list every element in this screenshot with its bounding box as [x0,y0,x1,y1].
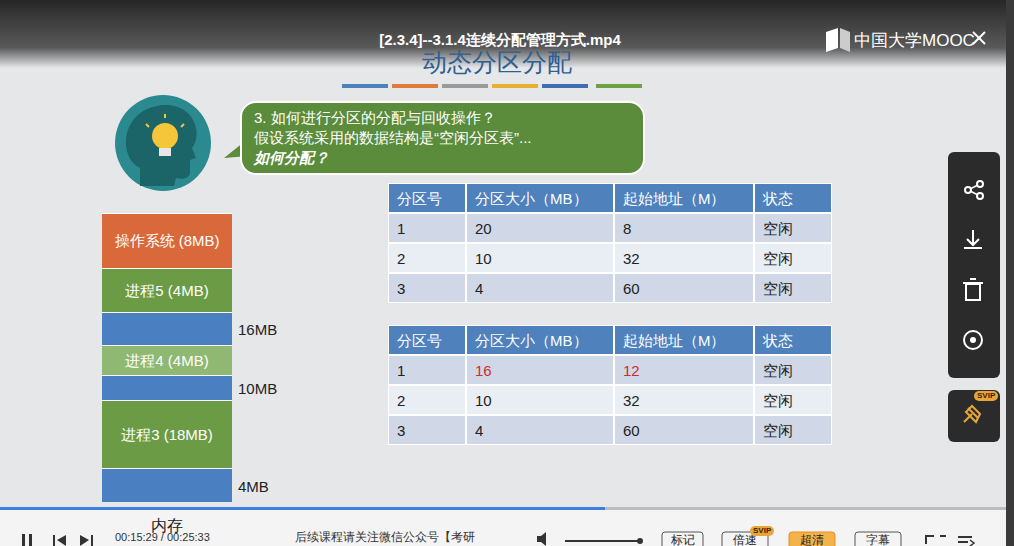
table-cell: 60 [614,273,754,303]
column-header: 起始地址（M） [623,331,726,351]
free-partition: 4MB [102,468,232,502]
free-partition: 16MB [102,312,232,345]
control-button: 超清 [789,533,835,546]
control-button: 字幕 [855,533,901,546]
cell-value: 1 [397,361,405,381]
table-cell: 8 [614,213,754,243]
memory-block: 进程3 (18MB) [102,400,232,468]
table-cell: 16 [466,355,614,385]
table-cell: 空闲 [754,415,832,445]
control-button: 标记 [662,533,703,546]
cell-value: 3 [397,421,405,441]
cell-value: 16 [475,361,492,381]
partition-size: 10MB [238,380,277,397]
table-cell: 空闲 [754,273,832,303]
bubble-text: 假设系统采用的数据结构是“空闲分区表”... [254,128,631,148]
table-cell: 2 [388,385,466,415]
table-header-cell: 起始地址（M） [614,183,754,213]
cell-value: 20 [475,219,492,239]
bubble-text: 如何分配？ [254,148,631,168]
cell-value: 空闲 [763,279,793,299]
cell-value: 3 [397,279,405,299]
memory-block: 操作系统 (8MB) [102,213,232,268]
cell-value: 4 [475,279,483,299]
cell-value: 2 [397,249,405,269]
block-label: 进程4 (4MB) [102,352,232,370]
playback-time: 00:15:29 / 00:25:33 [115,530,210,544]
table-header-cell: 分区号 [388,183,466,213]
table-cell: 20 [466,213,614,243]
column-header: 起始地址（M） [623,189,726,209]
table-header-cell: 分区大小（MB） [466,325,614,355]
cell-value: 12 [623,361,640,381]
svip-badge: SVIP [750,526,774,536]
block-label: 进程3 (18MB) [102,426,232,444]
table-cell: 空闲 [754,213,832,243]
cell-value: 60 [623,421,640,441]
table-header-cell: 分区号 [388,325,466,355]
block-label: 进程5 (4MB) [102,282,232,300]
column-header: 分区号 [397,331,442,351]
column-header: 分区大小（MB） [475,331,588,351]
table-cell: 4 [466,273,614,303]
cell-value: 空闲 [763,421,793,441]
video-title: [2.3.4]--3.1.4连续分配管理方式.mp4 [300,31,700,50]
cell-value: 1 [397,219,405,239]
column-header: 分区大小（MB） [475,189,588,209]
speech-bubble: 3. 如何进行分区的分配与回收操作？假设系统采用的数据结构是“空闲分区表”...… [240,101,645,175]
memory-block: 进程4 (4MB) [102,345,232,375]
table-cell: 32 [614,385,754,415]
cell-value: 10 [475,249,492,269]
table-cell: 3 [388,273,466,303]
bubble-text: 3. 如何进行分区的分配与回收操作？ [254,108,631,128]
free-partition: 10MB [102,375,232,400]
partition-size: 4MB [238,477,269,494]
table-cell: 12 [614,355,754,385]
cell-value: 空闲 [763,361,793,381]
partition-size: 16MB [238,321,277,338]
column-header: 状态 [763,331,793,351]
platform-logo-text: 中国大学MOOC [854,29,975,52]
table-cell: 10 [466,243,614,273]
cell-value: 空闲 [763,249,793,269]
cell-value: 32 [623,249,640,269]
table-cell: 10 [466,385,614,415]
svip-badge: SVIP [974,391,998,401]
table-cell: 60 [614,415,754,445]
cell-value: 32 [623,391,640,411]
table-cell: 2 [388,243,466,273]
cell-value: 8 [623,219,631,239]
table-cell: 空闲 [754,385,832,415]
table-cell: 1 [388,355,466,385]
table-header-cell: 起始地址（M） [614,325,754,355]
table-header-cell: 状态 [754,325,832,355]
table-header-cell: 状态 [754,183,832,213]
cell-value: 空闲 [763,391,793,411]
table-cell: 空闲 [754,355,832,385]
table-header-cell: 分区大小（MB） [466,183,614,213]
cell-value: 4 [475,421,483,441]
slide-title: 动态分区分配 [362,46,632,78]
table-cell: 3 [388,415,466,445]
column-header: 分区号 [397,189,442,209]
table-cell: 32 [614,243,754,273]
block-label: 操作系统 (8MB) [102,232,232,250]
table-cell: 空闲 [754,243,832,273]
column-header: 状态 [763,189,793,209]
scrolling-notice: 后续课程请关注微信公众号【考研 [295,530,475,544]
cell-value: 10 [475,391,492,411]
cell-value: 60 [623,279,640,299]
table-cell: 1 [388,213,466,243]
table-cell: 4 [466,415,614,445]
memory-column: 内存操作系统 (8MB)进程5 (4MB)16MB进程4 (4MB)10MB进程… [102,213,232,502]
memory-block: 进程5 (4MB) [102,268,232,312]
cell-value: 空闲 [763,219,793,239]
cell-value: 2 [397,391,405,411]
